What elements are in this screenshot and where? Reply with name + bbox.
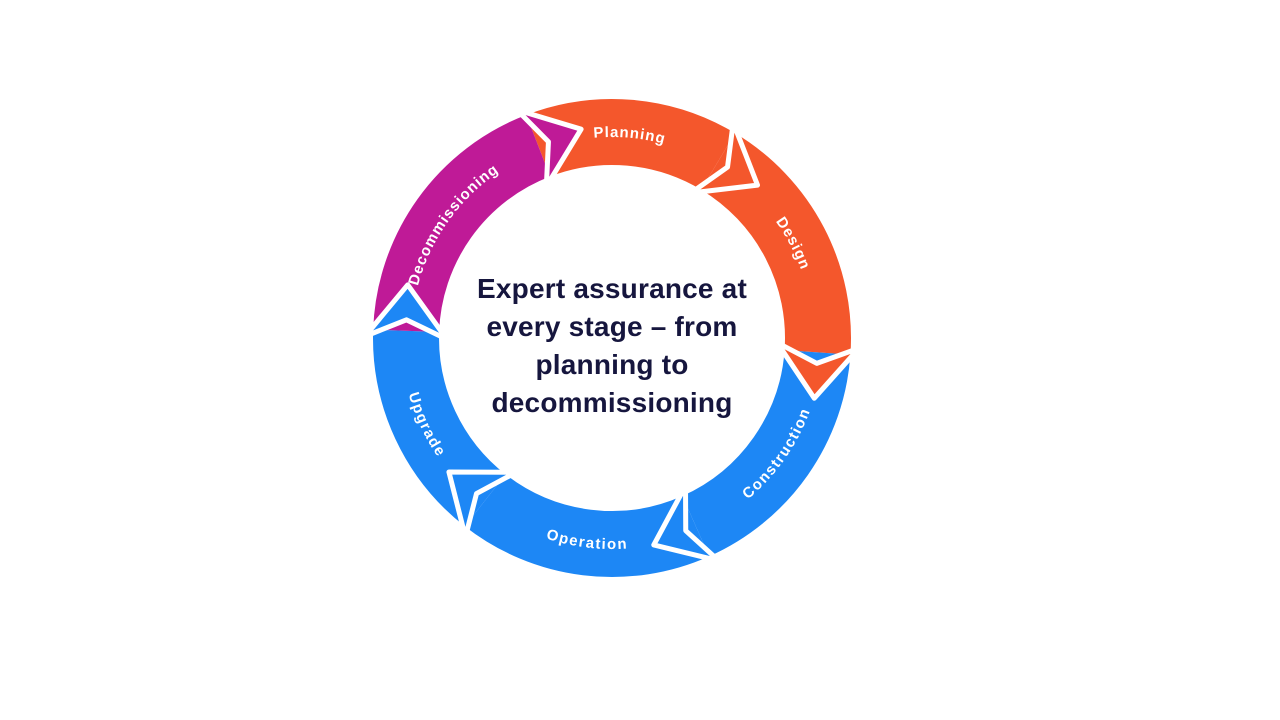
segment-arrow-planning xyxy=(688,120,761,196)
center-title: Expert assurance at every stage – from p… xyxy=(440,270,784,422)
segment-arrow-operation xyxy=(446,469,519,540)
segment-arrow-decommissioning xyxy=(514,107,584,189)
title-line-3: planning to xyxy=(535,349,689,380)
segment-arrow-upgrade xyxy=(362,282,450,342)
segment-arrow-design xyxy=(774,340,862,401)
title-line-4: decommissioning xyxy=(491,387,733,418)
title-line-1: Expert assurance at xyxy=(477,273,747,304)
segment-arrow-construction xyxy=(651,483,722,564)
title-line-2: every stage – from xyxy=(486,311,738,342)
